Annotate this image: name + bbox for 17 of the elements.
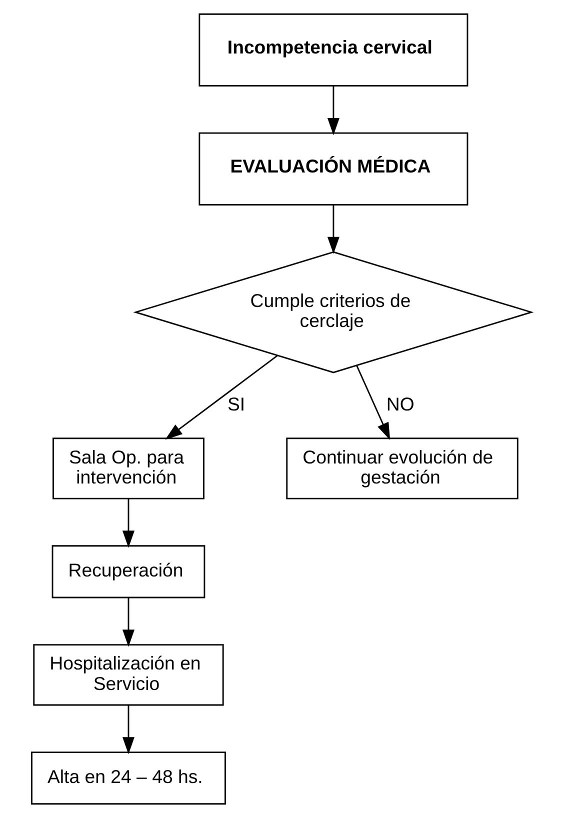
- arrow: [326, 205, 339, 254]
- arrow: [122, 705, 134, 754]
- node-box: Alta en 24 – 48 hs.: [30, 752, 226, 805]
- node-box: Incompetencia cervical: [198, 13, 468, 86]
- node-box: Sala Op. para intervención: [52, 438, 204, 500]
- arrow: [356, 365, 390, 440]
- node-diamond: Cumple criterios de cerclaje: [132, 251, 534, 374]
- node-box: Recuperación: [51, 545, 205, 598]
- arrow: [326, 86, 339, 136]
- node-box: Continuar evolución de gestación: [286, 438, 518, 500]
- edge-label: SI: [226, 393, 245, 414]
- arrow: [122, 598, 134, 647]
- arrow: [164, 355, 278, 440]
- arrow: [122, 498, 134, 548]
- node-box: Hospitalización en Servicio: [32, 644, 224, 706]
- edge-label: NO: [386, 393, 414, 414]
- node-box: EVALUACIÓN MÉDICA: [198, 132, 468, 206]
